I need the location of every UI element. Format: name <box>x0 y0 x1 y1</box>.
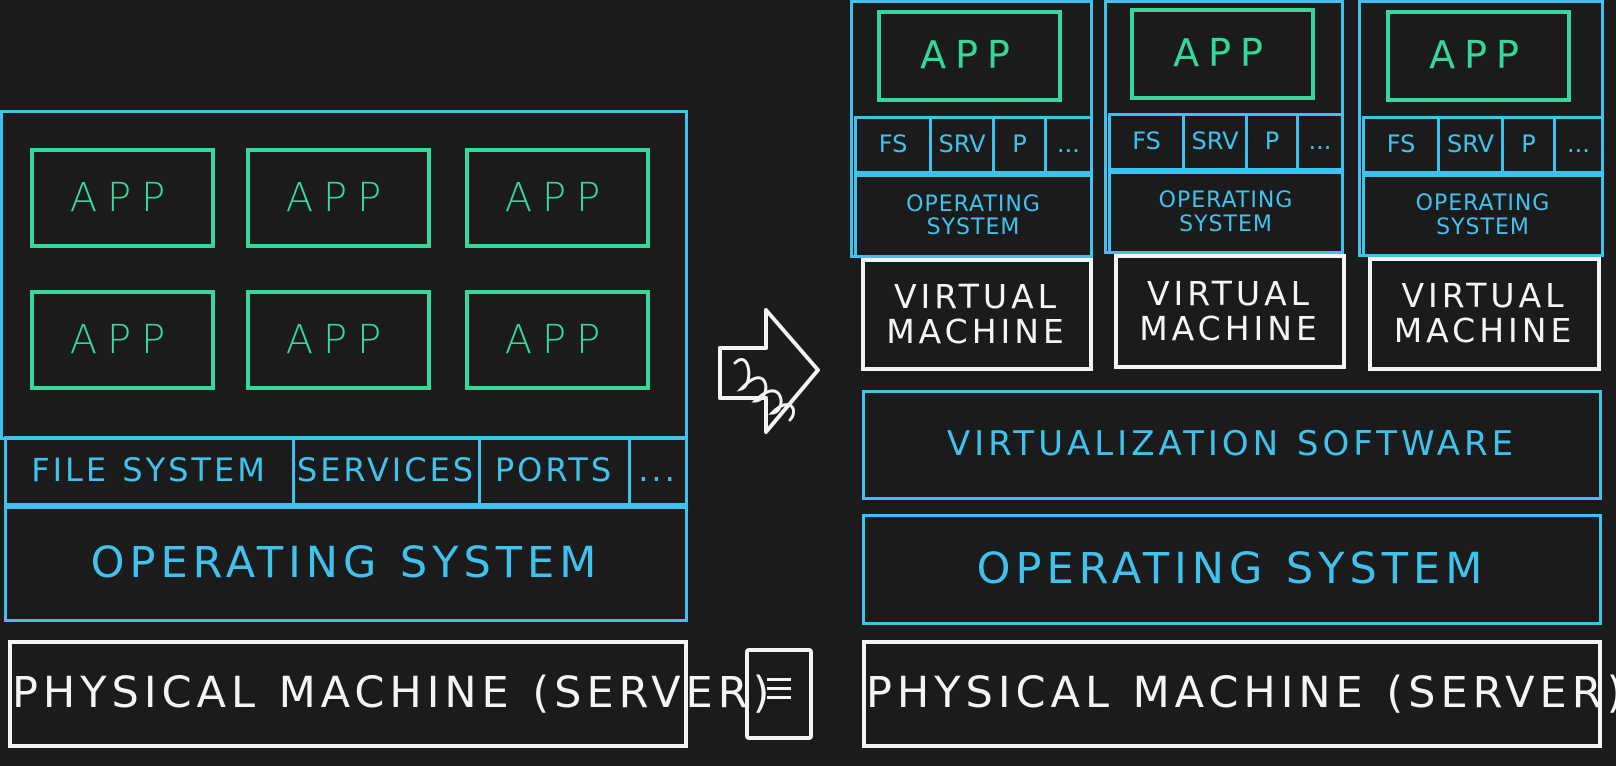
more-label: ... <box>1308 127 1332 156</box>
right-physical-machine: PHYSICAL MACHINE (SERVER) <box>862 640 1616 748</box>
more-label: ... <box>1057 130 1080 159</box>
left-app-1: APP <box>30 148 215 248</box>
right-operating-system: OPERATING SYSTEM <box>862 514 1602 625</box>
fs-label: FS <box>1386 130 1416 159</box>
document-line <box>767 678 791 681</box>
left-app-3: APP <box>465 148 650 248</box>
srv-label: SRV <box>1191 127 1239 156</box>
vm-2-more: ... <box>1296 113 1344 171</box>
fs-label: FS <box>878 130 908 159</box>
p-label: P <box>1012 130 1027 159</box>
p-label: P <box>1264 127 1280 156</box>
operating-system-label: OPERATING SYSTEM <box>976 543 1488 594</box>
vm-1-srv: SRV <box>929 116 995 174</box>
vm-1-operating-system: OPERATING SYSTEM <box>854 174 1093 258</box>
p-label: P <box>1521 130 1536 159</box>
operating-system-label: OPERATING SYSTEM <box>90 538 602 589</box>
app-label: APP <box>504 317 611 363</box>
physical-machine-label: PHYSICAL MACHINE (SERVER) <box>12 668 775 719</box>
srv-label: SRV <box>938 130 986 159</box>
physical-machine-label: PHYSICAL MACHINE (SERVER) <box>866 668 1616 719</box>
server-document-lines <box>767 672 791 705</box>
app-label: APP <box>285 317 392 363</box>
vm-3-srv: SRV <box>1437 116 1504 174</box>
app-label: APP <box>69 317 176 363</box>
left-operating-system: OPERATING SYSTEM <box>4 506 688 622</box>
virtualization-software: VIRTUALIZATION SOFTWARE <box>862 390 1602 500</box>
vm-1-p: P <box>992 116 1047 174</box>
document-line <box>767 696 791 699</box>
vm-1-more: ... <box>1044 116 1093 174</box>
app-label: APP <box>69 175 176 221</box>
app-label: APP <box>504 175 611 221</box>
vm-1-virtual-machine: VIRTUAL MACHINE <box>861 258 1093 371</box>
left-file-system-box: FILE SYSTEM <box>4 436 295 506</box>
file-system-label: FILE SYSTEM <box>31 451 268 490</box>
operating-system-label: OPERATING SYSTEM <box>1158 188 1294 237</box>
vm-3-more: ... <box>1553 116 1604 174</box>
vm-1-app: APP <box>877 10 1062 102</box>
virtual-machine-label: VIRTUAL MACHINE <box>1393 276 1576 350</box>
operating-system-label: OPERATING SYSTEM <box>1415 191 1551 240</box>
vm-2-virtual-machine: VIRTUAL MACHINE <box>1114 254 1346 369</box>
srv-label: SRV <box>1446 130 1494 159</box>
left-services-box: SERVICES <box>292 436 481 506</box>
server-document-icon <box>745 648 813 740</box>
virtual-machine-label: VIRTUAL MACHINE <box>1139 273 1321 348</box>
services-label: SERVICES <box>296 451 477 490</box>
left-physical-machine: PHYSICAL MACHINE (SERVER) <box>8 640 775 748</box>
app-label: APP <box>1173 31 1272 76</box>
vm-2-app: APP <box>1130 8 1315 100</box>
fs-label: FS <box>1132 127 1161 156</box>
left-app-6: APP <box>465 290 650 390</box>
operating-system-label: OPERATING SYSTEM <box>906 191 1041 240</box>
vm-2-p: P <box>1245 113 1299 171</box>
vm-2-srv: SRV <box>1182 113 1248 171</box>
vm-3-app: APP <box>1386 10 1571 102</box>
vm-1-fs: FS <box>854 116 932 174</box>
vm-3-operating-system: OPERATING SYSTEM <box>1362 174 1604 257</box>
vm-2-operating-system: OPERATING SYSTEM <box>1108 171 1344 254</box>
left-ports-box: PORTS <box>478 436 631 506</box>
app-label: APP <box>1429 33 1528 78</box>
ports-label: PORTS <box>494 451 615 490</box>
left-app-4: APP <box>30 290 215 390</box>
vm-3-p: P <box>1501 116 1556 174</box>
left-app-5: APP <box>246 290 431 390</box>
document-line <box>767 687 791 690</box>
virtualization-software-label: VIRTUALIZATION SOFTWARE <box>946 424 1518 465</box>
vm-2-fs: FS <box>1108 113 1185 171</box>
virtual-machine-label: VIRTUAL MACHINE <box>886 276 1068 351</box>
left-app-2: APP <box>246 148 431 248</box>
app-label: APP <box>920 33 1019 78</box>
more-components-label: ... <box>638 451 678 490</box>
vm-3-fs: FS <box>1362 116 1440 174</box>
app-label: APP <box>285 175 392 221</box>
more-label: ... <box>1567 130 1590 159</box>
left-more-box: ... <box>628 436 688 506</box>
right-arrow-icon <box>718 308 820 434</box>
vm-3-virtual-machine: VIRTUAL MACHINE <box>1368 257 1601 371</box>
